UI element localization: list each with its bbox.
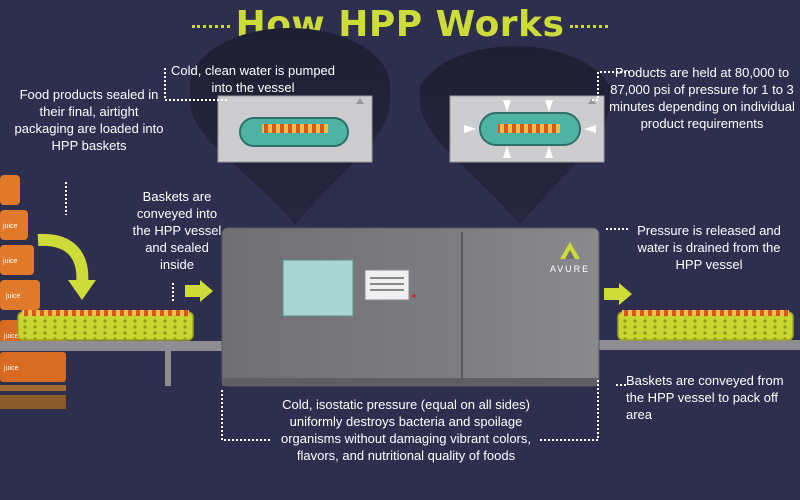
caption-pressure-released: Pressure is released and water is draine… [637,223,781,272]
bottle-row [0,352,66,382]
bottle-label: juice [3,333,19,340]
food-tray [262,124,328,133]
caption-products-held: Products are held at 80,000 to 87,000 ps… [609,65,795,131]
bottle-label: juice [2,258,18,265]
avure-logo-icon [560,242,580,259]
right-conveyor-rail [596,340,800,350]
hpp-machine: AVURE [221,227,600,387]
bubble-water-pumped [190,28,390,226]
caption-baskets-in: Baskets are conveyed into the HPP vessel… [132,189,222,272]
bottle-label: juice [3,365,19,372]
avure-brand-text: AVURE [550,264,590,274]
pressure-arrows-icon [464,100,596,158]
avure-mini-logo [356,98,364,104]
leader-line [590,71,630,101]
bottle [0,210,28,240]
caption-isostatic: Cold, isostatic pressure (equal on all s… [280,397,531,463]
curved-arrow-icon [37,233,96,300]
caption-baskets-out: Baskets are conveyed from the HPP vessel… [626,373,784,422]
caption-water-pumped: Cold, clean water is pumped into the ves… [170,63,336,95]
title-dots-left [191,24,230,28]
bubble-pressure [420,46,610,225]
arrow-right-icon [604,283,632,305]
right-basket [617,310,794,341]
leader-line [221,390,272,441]
arrow-right-icon [185,280,213,302]
title-dots-right [570,24,609,28]
bottle [0,280,40,310]
bottle [0,245,34,275]
food-tray [498,124,560,133]
left-conveyor-rail [0,341,225,351]
caption-food-sealed: Food products sealed in their final, air… [14,87,164,153]
bottle [0,175,20,205]
leader-line [540,380,599,441]
leader-line [164,68,228,101]
leader-lines [65,68,630,441]
indicator-light [412,294,416,298]
bottle-label: juice [5,293,21,300]
left-conveyor-leg [165,351,171,386]
machine-window [282,259,354,317]
pallet [0,395,66,409]
bottle-label: juice [2,223,18,230]
pallet-top [0,385,66,391]
bottle-stack: juice juice juice juice juice [0,175,66,409]
left-basket [17,310,194,341]
